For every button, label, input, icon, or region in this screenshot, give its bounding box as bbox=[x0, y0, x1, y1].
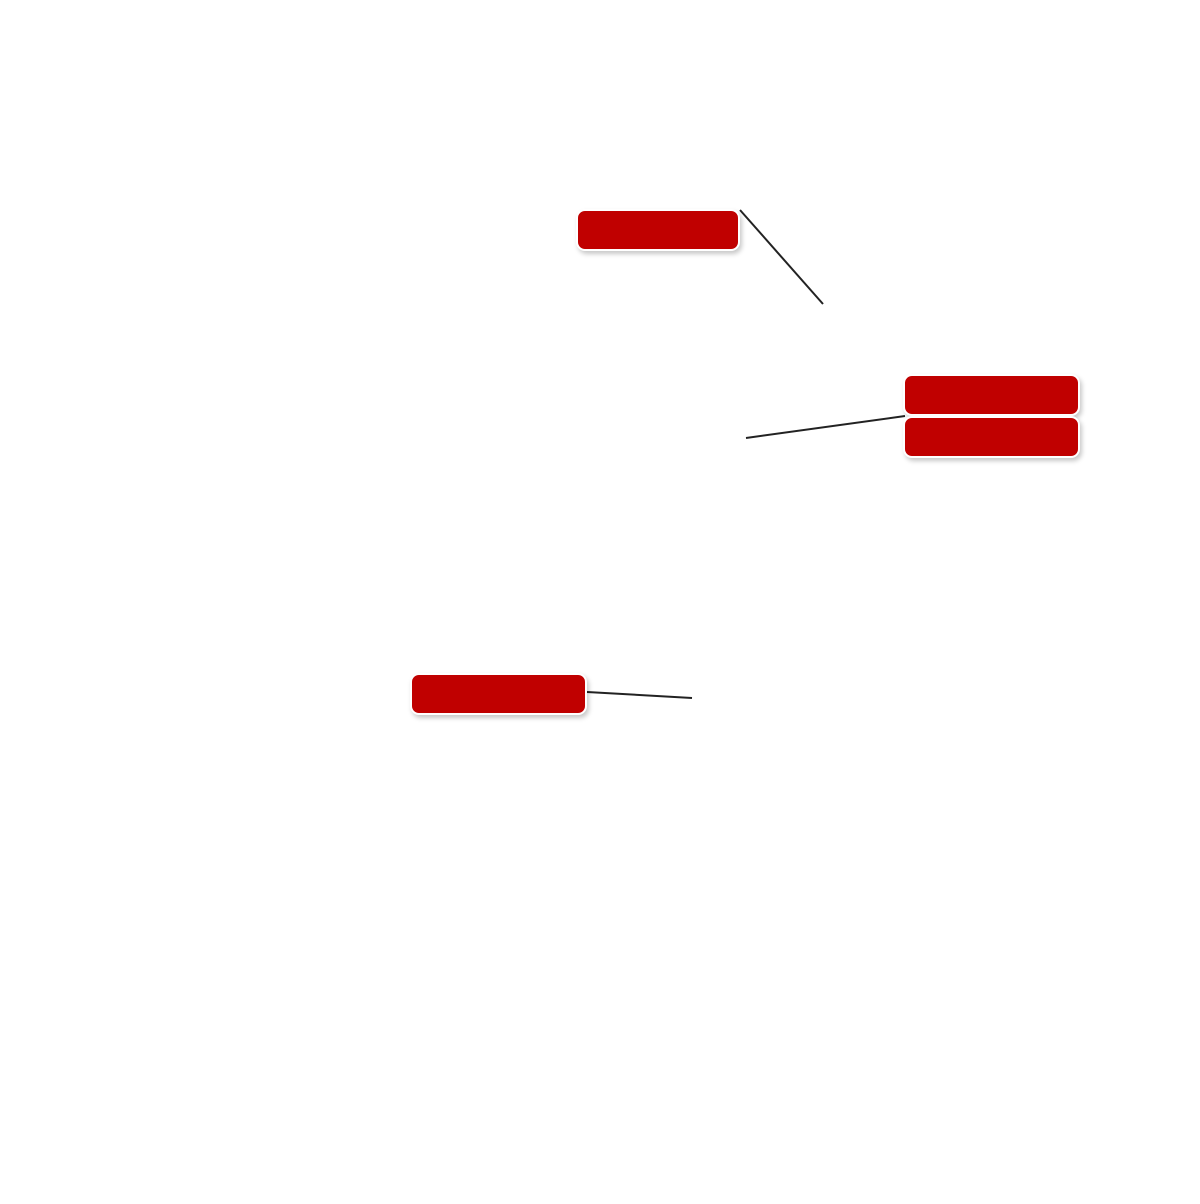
leader-line-2 bbox=[745, 415, 906, 439]
leader-line-3 bbox=[586, 691, 693, 699]
callout-label-box bbox=[903, 416, 1080, 458]
leader-line-1 bbox=[739, 209, 824, 305]
callout-label-box bbox=[576, 209, 740, 251]
callout-label-box bbox=[903, 374, 1080, 416]
callout-label-box bbox=[410, 673, 587, 715]
